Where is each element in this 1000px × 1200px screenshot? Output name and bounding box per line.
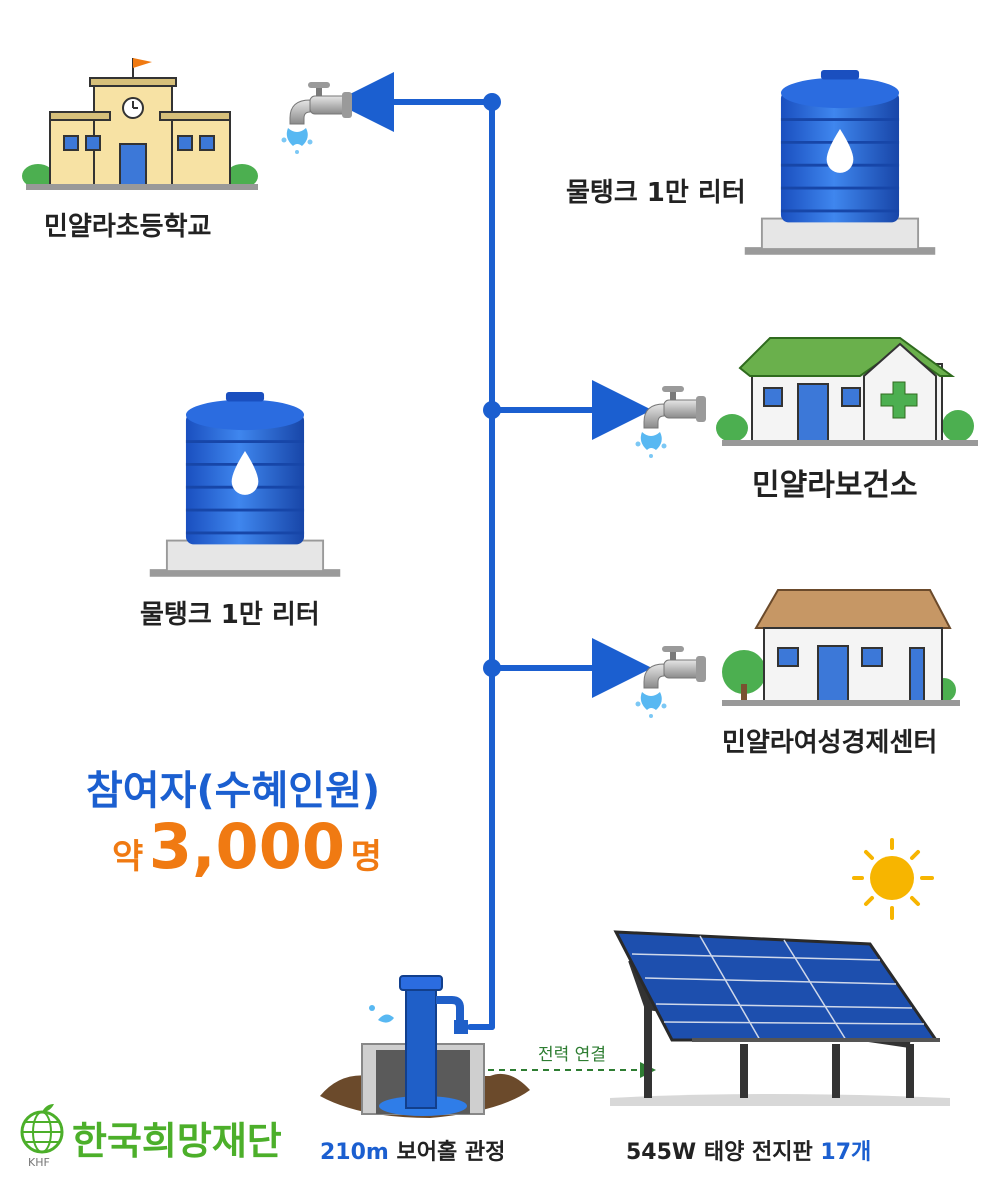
participants-unit: 명	[350, 837, 382, 877]
participants-prefix: 약	[112, 837, 144, 877]
school-label: 민얄라초등학교	[44, 212, 212, 242]
participants-title-text: 참여자(수혜인원)	[86, 768, 381, 814]
pipe-network	[334, 72, 652, 1030]
globe-logo-icon	[20, 1104, 64, 1154]
tank-left-label: 물탱크 1만 리터	[140, 600, 320, 630]
participants-number: 3,000	[148, 810, 345, 883]
water-tank-icon	[148, 392, 342, 579]
org-name: 한국희망재단	[72, 1119, 282, 1163]
borehole-pump-icon	[320, 975, 530, 1118]
solar-panel-icon	[610, 930, 950, 1106]
borehole-text: 보어홀 관정	[396, 1140, 506, 1165]
borehole-label: 210m 보어홀 관정	[320, 1134, 505, 1166]
power-link-label: 전력 연결	[538, 1045, 606, 1065]
faucet-icon	[281, 81, 353, 155]
faucet-icon	[635, 645, 707, 719]
faucet-icon	[635, 385, 707, 459]
school-icon	[22, 58, 258, 190]
solar-text: 545W 태양 전지판	[626, 1140, 813, 1165]
participants-title: 참여자(수혜인원)	[86, 758, 380, 816]
house-icon	[722, 589, 960, 706]
water-tank-icon	[743, 70, 937, 257]
pipe-junctions	[483, 93, 501, 677]
tank-right-label: 물탱크 1만 리터	[566, 178, 746, 208]
participants-count: 약 3,000 명	[112, 810, 382, 883]
solar-count: 17개	[820, 1140, 872, 1165]
econ-center-label: 민얄라여성경제센터	[722, 728, 938, 758]
clinic-label: 민얄라보건소	[752, 468, 918, 503]
borehole-depth: 210m	[320, 1140, 389, 1165]
solar-label: 545W 태양 전지판 17개	[626, 1134, 871, 1166]
sun-icon	[852, 838, 934, 920]
org-abbr: KHF	[28, 1156, 50, 1169]
clinic-icon	[716, 337, 978, 446]
